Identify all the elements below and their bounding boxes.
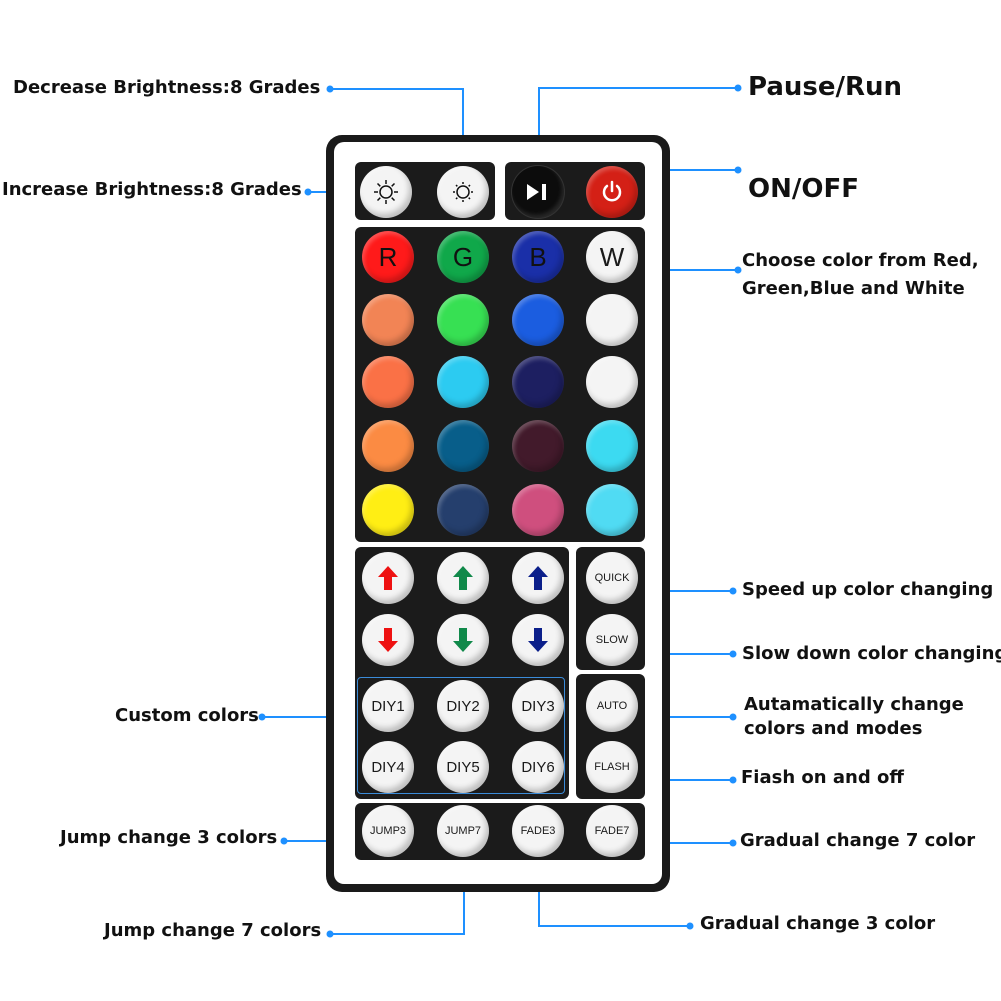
color-button[interactable] bbox=[512, 484, 564, 536]
power-button[interactable] bbox=[586, 166, 638, 218]
jump3-label: JUMP3 bbox=[369, 825, 407, 837]
arrow-down-icon bbox=[453, 628, 473, 652]
brightness-down-button[interactable] bbox=[437, 166, 489, 218]
quick-label: QUICK bbox=[594, 572, 630, 584]
power-icon bbox=[602, 180, 622, 202]
diy6-button[interactable]: DIY6 bbox=[512, 741, 564, 793]
diy3-label: DIY3 bbox=[521, 697, 555, 715]
jump7-button[interactable]: JUMP7 bbox=[437, 805, 489, 857]
play-pause-button[interactable] bbox=[512, 166, 564, 218]
diy5-label: DIY5 bbox=[446, 758, 480, 776]
arrow-up-icon bbox=[528, 566, 548, 590]
fade7-button[interactable]: FADE7 bbox=[586, 805, 638, 857]
annotation-fade7: Gradual change 7 color bbox=[740, 830, 976, 851]
play-pause-icon bbox=[527, 184, 546, 200]
annotation-increase-brightness: Increase Brightness:8 Grades bbox=[2, 179, 302, 200]
diy4-label: DIY4 bbox=[371, 758, 405, 776]
red-up-button[interactable] bbox=[362, 552, 414, 604]
annotation-jump3: Jump change 3 colors bbox=[60, 827, 278, 848]
diy4-button[interactable]: DIY4 bbox=[362, 741, 414, 793]
annotation-decrease-brightness: Decrease Brightness:8 Grades bbox=[13, 77, 321, 98]
slow-button[interactable]: SLOW bbox=[586, 614, 638, 666]
fade7-label: FADE7 bbox=[594, 825, 630, 837]
annotation-speed-up: Speed up color changing bbox=[742, 579, 994, 600]
diy1-label: DIY1 bbox=[371, 697, 405, 715]
annotation-flash: Fiash on and off bbox=[741, 767, 904, 788]
white-button-label: W bbox=[599, 241, 625, 272]
color-button[interactable] bbox=[586, 356, 638, 408]
green-down-button[interactable] bbox=[437, 614, 489, 666]
blue-down-button[interactable] bbox=[512, 614, 564, 666]
slow-label: SLOW bbox=[595, 634, 629, 646]
custom-colors-outline bbox=[357, 677, 565, 794]
annotation-pause-run: Pause/Run bbox=[748, 72, 903, 102]
diy2-label: DIY2 bbox=[446, 697, 480, 715]
annotation-choose-color-2: Green,Blue and White bbox=[742, 278, 965, 299]
green-up-button[interactable] bbox=[437, 552, 489, 604]
color-button[interactable] bbox=[512, 356, 564, 408]
arrow-up-icon bbox=[453, 566, 473, 590]
auto-button[interactable]: AUTO bbox=[586, 680, 638, 732]
auto-label: AUTO bbox=[596, 700, 628, 712]
sun-icon bbox=[374, 180, 398, 204]
color-button[interactable] bbox=[512, 420, 564, 472]
arrow-down-icon bbox=[528, 628, 548, 652]
flash-button[interactable]: FLASH bbox=[586, 741, 638, 793]
annotation-jump7: Jump change 7 colors bbox=[104, 920, 322, 941]
diy2-button[interactable]: DIY2 bbox=[437, 680, 489, 732]
blue-button-label: B bbox=[529, 241, 547, 272]
color-button[interactable] bbox=[437, 484, 489, 536]
color-button[interactable] bbox=[512, 294, 564, 346]
arrow-up-icon bbox=[378, 566, 398, 590]
green-button-label: G bbox=[452, 241, 474, 272]
fade3-button[interactable]: FADE3 bbox=[512, 805, 564, 857]
jump3-button[interactable]: JUMP3 bbox=[362, 805, 414, 857]
color-button[interactable] bbox=[362, 484, 414, 536]
quick-button[interactable]: QUICK bbox=[586, 552, 638, 604]
color-button[interactable] bbox=[362, 420, 414, 472]
annotation-auto-1: Autamatically change bbox=[744, 694, 964, 715]
color-button[interactable] bbox=[437, 420, 489, 472]
annotation-fade3: Gradual change 3 color bbox=[700, 913, 936, 934]
annotation-custom-colors: Custom colors bbox=[115, 705, 259, 726]
blue-button[interactable]: B bbox=[512, 231, 564, 283]
flash-label: FLASH bbox=[594, 761, 630, 773]
color-button[interactable] bbox=[586, 294, 638, 346]
blue-up-button[interactable] bbox=[512, 552, 564, 604]
sun-icon bbox=[453, 182, 473, 202]
jump7-label: JUMP7 bbox=[444, 825, 482, 837]
color-button[interactable] bbox=[586, 484, 638, 536]
diy3-button[interactable]: DIY3 bbox=[512, 680, 564, 732]
arrow-down-icon bbox=[378, 628, 398, 652]
color-button[interactable] bbox=[586, 420, 638, 472]
brightness-up-button[interactable] bbox=[360, 166, 412, 218]
diy1-button[interactable]: DIY1 bbox=[362, 680, 414, 732]
green-button[interactable]: G bbox=[437, 231, 489, 283]
red-button[interactable]: R bbox=[362, 231, 414, 283]
annotation-choose-color-1: Choose color from Red, bbox=[742, 250, 979, 271]
color-button[interactable] bbox=[437, 356, 489, 408]
fade3-label: FADE3 bbox=[520, 825, 556, 837]
annotation-on-off: ON/OFF bbox=[748, 174, 859, 204]
annotation-auto-2: colors and modes bbox=[744, 718, 923, 739]
red-button-label: R bbox=[378, 241, 398, 272]
white-button[interactable]: W bbox=[586, 231, 638, 283]
diy6-label: DIY6 bbox=[521, 758, 555, 776]
color-button[interactable] bbox=[437, 294, 489, 346]
red-down-button[interactable] bbox=[362, 614, 414, 666]
annotation-slow-down: Slow down color changing bbox=[742, 643, 1001, 664]
diy5-button[interactable]: DIY5 bbox=[437, 741, 489, 793]
color-button[interactable] bbox=[362, 294, 414, 346]
color-button[interactable] bbox=[362, 356, 414, 408]
